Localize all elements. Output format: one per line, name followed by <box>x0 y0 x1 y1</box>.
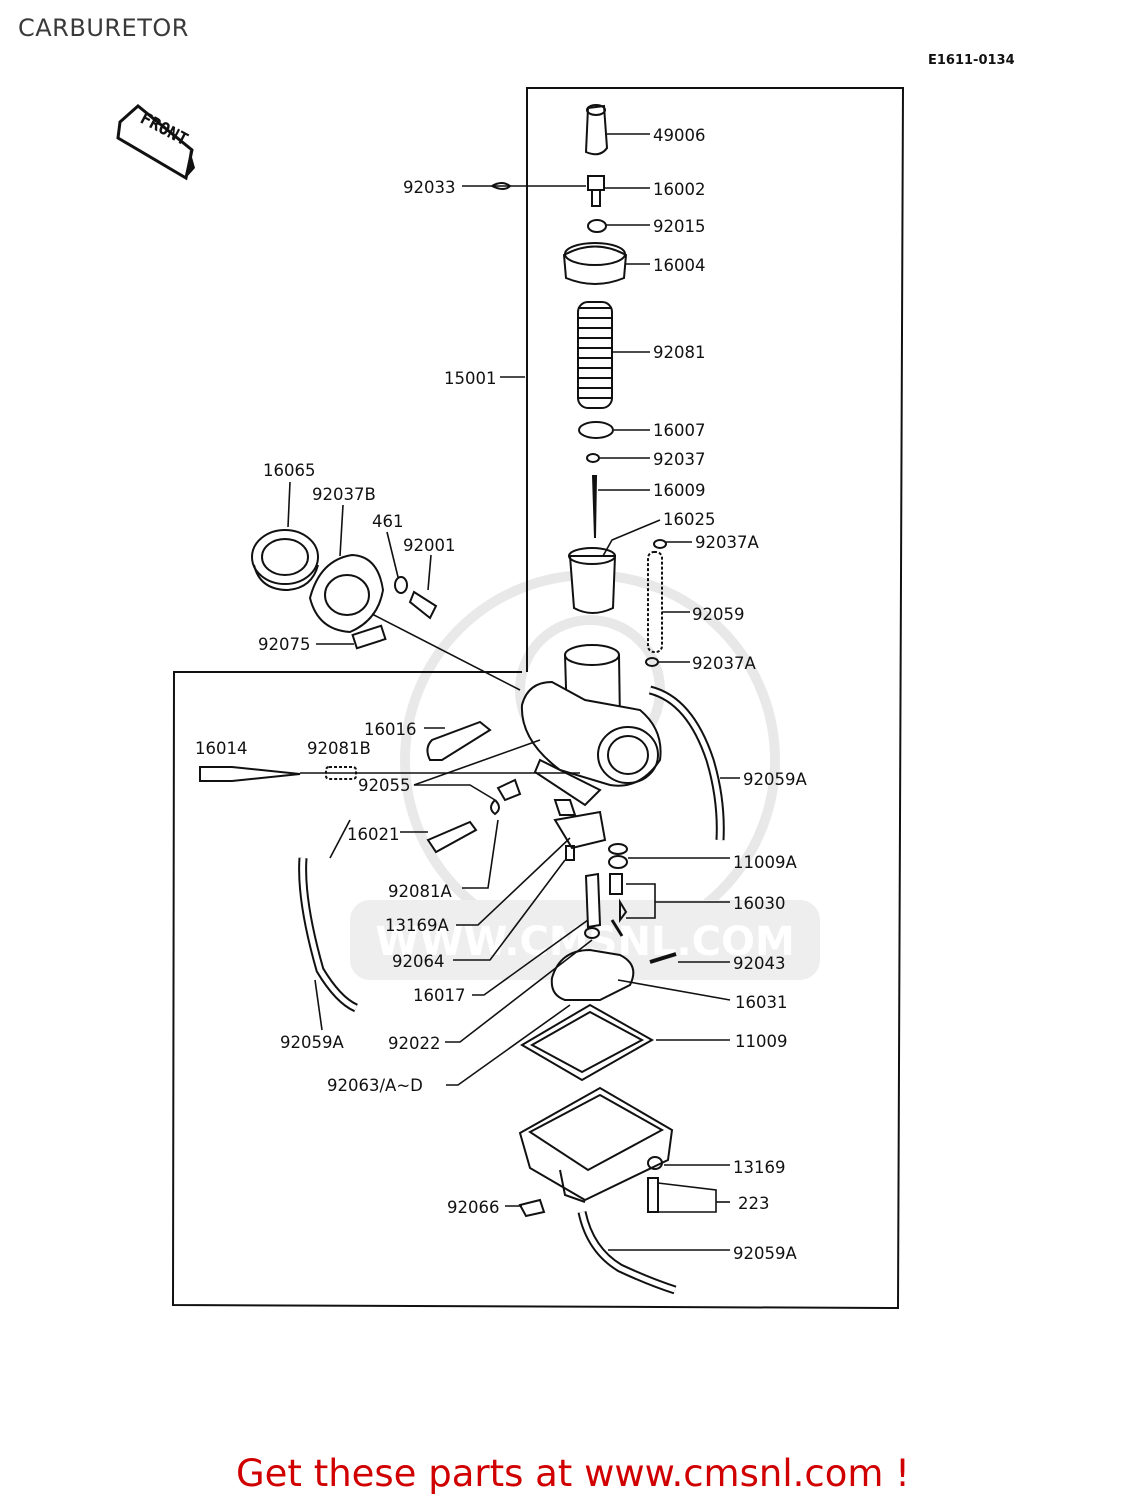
part-16025-throttle-valve <box>568 555 617 614</box>
part-label-92063: 92063/A~D <box>327 1076 423 1095</box>
diagram-code: E1611-0134 <box>928 53 1015 68</box>
part-label-461: 461 <box>372 512 404 531</box>
part-92064-jet <box>565 845 575 861</box>
part-92001-bolt <box>408 590 438 620</box>
part-label-16030: 16030 <box>733 894 786 913</box>
part-label-92015: 92015 <box>653 217 706 236</box>
part-13169A-plate <box>553 810 607 850</box>
part-label-16007: 16007 <box>653 421 706 440</box>
part-461-washer <box>394 576 408 594</box>
part-label-16021: 16021 <box>347 825 400 844</box>
part-92075-block <box>351 624 387 650</box>
part-16031-float <box>550 948 635 1001</box>
part-16030-needle-valve <box>609 873 623 895</box>
part-16016-screw <box>426 720 492 761</box>
carburetor-body <box>520 644 662 816</box>
part-label-92081: 92081 <box>653 343 706 362</box>
part-label-16031: 16031 <box>735 993 788 1012</box>
part-label-11009: 11009 <box>735 1032 788 1051</box>
part-16009-needle <box>591 475 598 539</box>
footer-promo-link[interactable]: Get these parts at www.cmsnl.com ! <box>235 1452 910 1495</box>
part-92037B-plate <box>308 553 385 634</box>
part-92081-spring <box>577 301 613 409</box>
part-223-screw <box>647 1177 659 1213</box>
part-label-13169A: 13169A <box>385 916 449 935</box>
part-label-16014: 16014 <box>195 739 248 758</box>
part-label-49006: 49006 <box>653 126 706 145</box>
part-label-92043: 92043 <box>733 954 786 973</box>
part-label-16017: 16017 <box>413 986 466 1005</box>
part-label-16065: 16065 <box>263 461 316 480</box>
part-92066-screw <box>518 1198 546 1218</box>
assembly-outline <box>171 87 905 1310</box>
part-label-15001: 15001 <box>444 369 497 388</box>
parts-illustration <box>199 104 725 1295</box>
part-label-92037A-bottom: 92037A <box>692 654 756 673</box>
part-92037-clip <box>586 453 600 463</box>
part-label-16004: 16004 <box>653 256 706 275</box>
front-arrow-icon: FRONT <box>116 104 195 181</box>
part-label-11009A: 11009A <box>733 853 797 872</box>
part-92043-pin <box>649 952 677 964</box>
part-label-92037: 92037 <box>653 450 706 469</box>
part-92015-nut <box>587 219 607 233</box>
part-16002-adjuster <box>587 175 605 191</box>
part-label-16025: 16025 <box>663 510 716 529</box>
part-label-92059A-bottom: 92059A <box>733 1244 797 1263</box>
part-92059A-hose-bottom <box>577 1210 677 1295</box>
part-float-bowl <box>518 1086 674 1203</box>
part-16014-jet <box>199 766 301 782</box>
part-label-92037A-top: 92037A <box>695 533 759 552</box>
part-11009-gasket <box>520 1003 655 1082</box>
part-92059-tube <box>647 551 663 653</box>
part-label-16002: 16002 <box>653 180 706 199</box>
part-label-92055: 92055 <box>358 776 411 795</box>
part-16017-jet <box>584 872 602 929</box>
part-16007-retainer <box>578 421 614 439</box>
part-16021-screw <box>426 820 478 854</box>
exploded-parts-diagram: WWW.CMSNL.COM FRONT <box>116 87 905 1310</box>
page-title: CARBURETOR <box>18 14 189 42</box>
leader-lines <box>287 133 740 1251</box>
part-11009A-gasket <box>608 843 628 855</box>
part-label-92001: 92001 <box>403 536 456 555</box>
part-label-92075: 92075 <box>258 635 311 654</box>
part-49006-cap <box>584 104 609 156</box>
part-label-13169: 13169 <box>733 1158 786 1177</box>
part-label-92059A-left: 92059A <box>280 1033 344 1052</box>
part-label-92066: 92066 <box>447 1198 500 1217</box>
part-92022-washer <box>584 927 600 939</box>
part-label-92081A: 92081A <box>388 882 452 901</box>
part-13169-clip <box>647 1156 663 1170</box>
part-label-92081B: 92081B <box>307 739 371 758</box>
part-label-92033: 92033 <box>403 178 456 197</box>
part-label-92022: 92022 <box>388 1034 441 1053</box>
part-label-92064: 92064 <box>392 952 445 971</box>
part-label-16016: 16016 <box>364 720 417 739</box>
part-label-92037B: 92037B <box>312 485 376 504</box>
part-labels: 49006 92033 16002 92015 16004 15001 9208… <box>195 126 807 1263</box>
part-label-16009: 16009 <box>653 481 706 500</box>
part-label-223: 223 <box>738 1194 770 1213</box>
part-label-92059: 92059 <box>692 605 745 624</box>
part-92055-ring <box>490 799 500 816</box>
part-16065-holder <box>251 529 319 592</box>
part-label-92059A-right: 92059A <box>743 770 807 789</box>
